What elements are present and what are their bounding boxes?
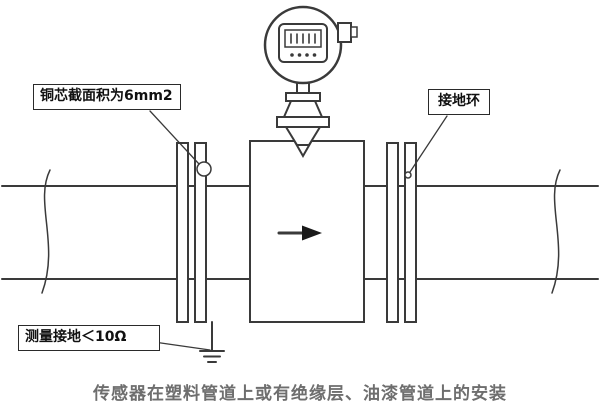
- flange-right-inner: [386, 142, 399, 323]
- pipe-break-left: [41, 169, 51, 294]
- cable-gland: [350, 26, 358, 38]
- callout-copper-core: 铜芯截面积为6mm2: [33, 84, 181, 110]
- display-buttons-icon: [290, 53, 317, 57]
- pipe-break-right: [551, 169, 561, 294]
- lcd-digit-segments-icon: [290, 33, 316, 44]
- flow-arrow-icon: [277, 225, 322, 241]
- ground-symbol-icon: [199, 321, 225, 363]
- callout-marker-right: [404, 171, 412, 179]
- diagram-caption: 传感器在塑料管道上或有绝缘层、油漆管道上的安装: [93, 384, 507, 404]
- callout-grounding-ring: 接地环: [428, 89, 490, 115]
- neck-trapezoid: [282, 100, 324, 118]
- neck-flange-lower: [276, 116, 330, 128]
- leader-copper-core: [149, 110, 200, 165]
- flange-left-inner: [194, 142, 207, 323]
- flange-left-outer: [176, 142, 189, 323]
- neck-flange-upper: [285, 92, 321, 102]
- callout-measurement-ground: 测量接地＜10Ω: [18, 325, 160, 351]
- flange-right-outer: [404, 142, 417, 323]
- cable-connector: [337, 22, 352, 43]
- leader-grounding-ring: [409, 115, 448, 173]
- callout-marker-left: [196, 161, 212, 177]
